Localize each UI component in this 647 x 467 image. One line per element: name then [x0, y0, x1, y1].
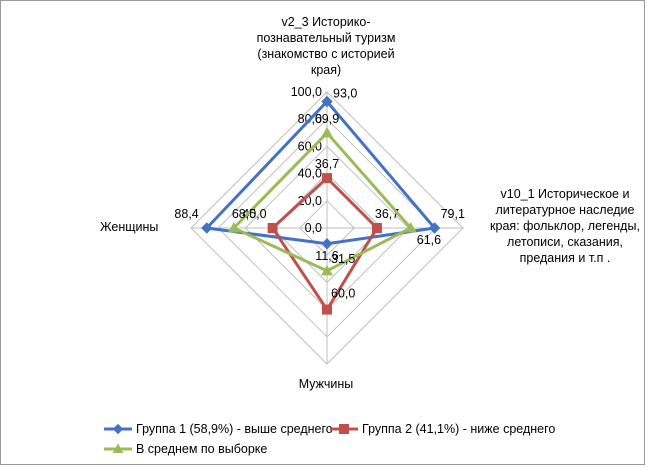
data-point [321, 95, 333, 108]
legend-label: Группа 1 (58,9%) - выше среднего [136, 422, 333, 436]
axis-label-top-line: v2_3 Историко- [281, 15, 371, 29]
data-point [112, 423, 124, 435]
data-label: 79,1 [441, 207, 465, 221]
data-point [321, 264, 333, 276]
axis-tick-label: 20,0 [298, 194, 322, 208]
axis-label-right-line: литературное наследие [495, 203, 635, 217]
data-point [227, 221, 240, 233]
data-point [321, 126, 333, 138]
data-label: 36,7 [315, 157, 339, 171]
axis-tick-label: 40,0 [298, 167, 322, 181]
legend-label: В среднем по выборке [136, 442, 267, 456]
data-point [321, 238, 333, 250]
axis-label-right: v10_1 Историческое и литературное наслед… [486, 186, 644, 266]
axis-label-top-line: края) [310, 63, 342, 77]
axis-label-bottom-line: Мужчины [298, 377, 354, 391]
axis-label-top: v2_3 Историко- познавательный туризм (зн… [236, 14, 416, 78]
axis-label-right-line: предания и т.п . [519, 251, 611, 265]
data-label: 60,0 [331, 287, 355, 301]
data-label: 31,5 [331, 252, 355, 266]
axis-tick-label: 100,0 [291, 85, 322, 99]
axis-label-right-line: v10_1 Историческое и [500, 187, 630, 201]
data-label: 88,4 [174, 207, 198, 221]
data-label: 40,0 [242, 207, 266, 221]
data-label: 69,9 [315, 112, 339, 126]
data-point [339, 424, 349, 434]
data-label: 68,5 [232, 207, 256, 221]
data-point [428, 222, 441, 234]
axis-label-right-line: края: фольклор, легенды, [490, 219, 640, 233]
data-point [322, 173, 332, 184]
data-label: 11,6 [315, 249, 338, 263]
data-point [404, 221, 417, 233]
axis-label-right-line: летописи, сказания, [507, 235, 623, 249]
data-label: 36,7 [375, 207, 399, 221]
data-point [267, 223, 278, 233]
data-label: 93,0 [333, 87, 357, 101]
axis-label-top-line: познавательный туризм [256, 31, 396, 45]
legend-label: Группа 2 (41,1%) - ниже среднего [362, 422, 555, 436]
axis-label-left: Женщины [100, 219, 170, 235]
axis-tick-label: 0,0 [305, 221, 322, 235]
axis-label-left-line: Женщины [100, 220, 159, 234]
data-point [322, 304, 332, 315]
axis-label-top-line: (знакомство с историей [257, 47, 395, 61]
data-point [112, 443, 124, 453]
data-point [201, 222, 213, 234]
data-label: 61,6 [417, 233, 441, 247]
axis-label-bottom: Мужчины [276, 376, 376, 392]
data-point [371, 223, 382, 233]
